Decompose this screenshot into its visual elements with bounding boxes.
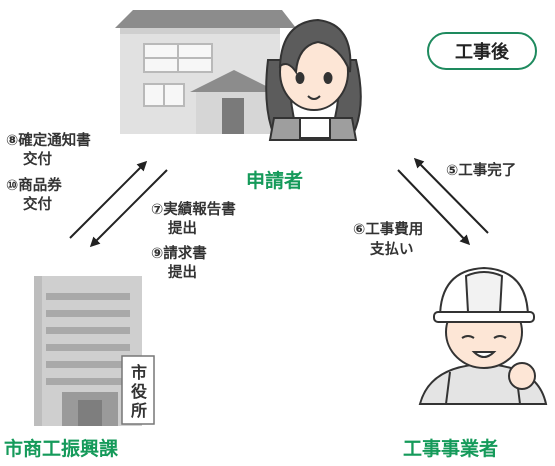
phase-badge: 工事後: [427, 32, 537, 70]
step-8-line1: ⑧確定通知書: [6, 133, 91, 149]
city-hall-building-icon: [34, 276, 155, 426]
step-9-line1: ⑨請求書: [151, 246, 207, 262]
city-office-section-label: 市商工振興課: [4, 438, 119, 460]
step-8-line2: 交付: [23, 152, 52, 168]
city-hall-sign-char: 市: [130, 363, 147, 382]
arrow-icon: [69, 157, 489, 248]
construction-worker-icon: [418, 266, 548, 405]
step-10-line2: 交付: [23, 197, 52, 213]
city-hall-sign-char: 所: [130, 401, 147, 420]
step-7-line1: ⑦実績報告書: [151, 202, 236, 218]
step-6-line1: ⑥工事費用: [353, 222, 424, 238]
step-6-line2: 支払い: [370, 242, 414, 258]
applicant-label: 申請者: [246, 170, 304, 192]
step-9-line2: 提出: [168, 265, 197, 281]
step-5-label: ⑤工事完了: [446, 163, 517, 179]
house-icon: [115, 10, 296, 134]
contractor-label: 工事事業者: [403, 438, 499, 460]
city-hall-sign-char: 役: [130, 382, 147, 401]
woman-applicant-icon: [265, 18, 362, 141]
step-10-line1: ⑩商品券: [6, 178, 62, 194]
step-7-line2: 提出: [168, 221, 197, 237]
city-hall-sign: 市 役 所: [130, 363, 148, 420]
